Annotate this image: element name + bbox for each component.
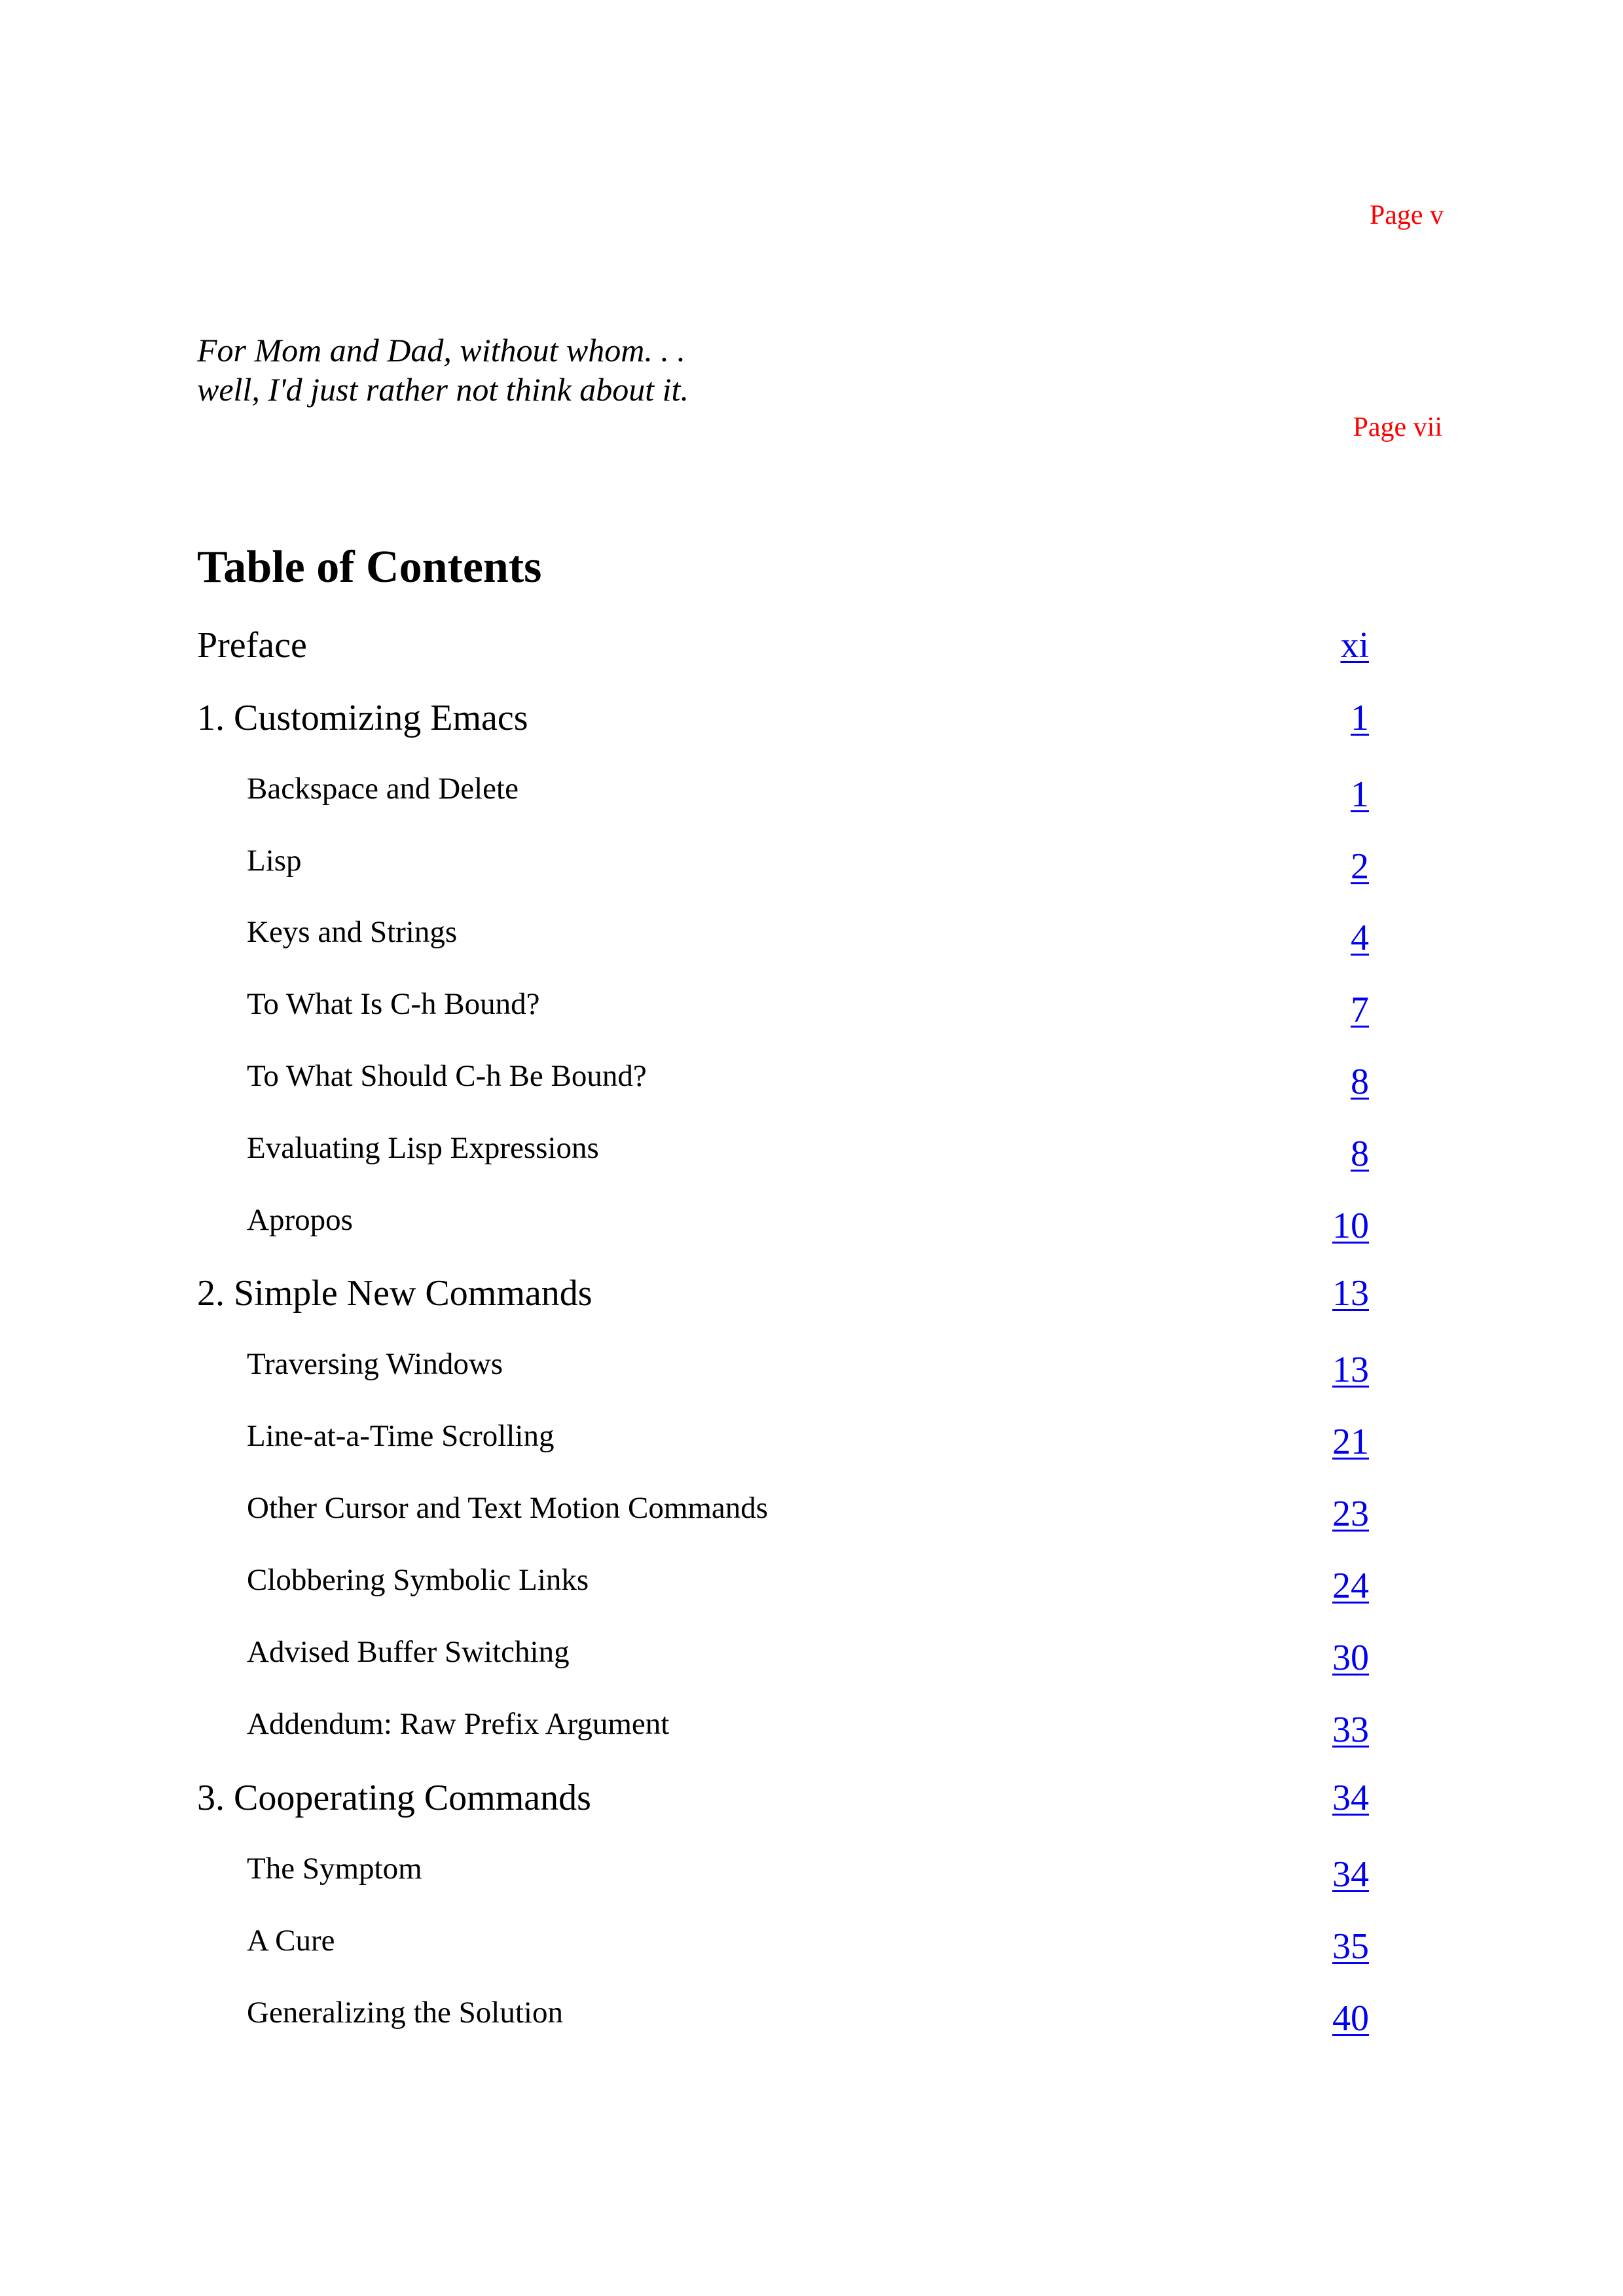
toc-page-link[interactable]: 13: [1332, 1273, 1369, 1314]
toc-section-entry: Backspace and Delete 1: [0, 774, 1623, 826]
toc-section-entry: Advised Buffer Switching 30: [0, 1637, 1623, 1689]
toc-page-link[interactable]: 40: [1332, 1998, 1369, 2039]
toc-entry-label: The Symptom: [247, 1852, 422, 1886]
toc-entry-label: Apropos: [247, 1203, 353, 1237]
toc-page-link[interactable]: 13: [1332, 1350, 1369, 1390]
toc-entry-label: Lisp: [247, 844, 302, 878]
toc-section-entry: A Cure 35: [0, 1926, 1623, 1978]
toc-entry-label: Advised Buffer Switching: [247, 1635, 570, 1669]
toc-section-entry: Other Cursor and Text Motion Commands 23: [0, 1493, 1623, 1545]
toc-chapter-entry: Preface xi: [0, 627, 1623, 679]
toc-section-entry: Line-at-a-Time Scrolling 21: [0, 1421, 1623, 1473]
toc-page-link[interactable]: 34: [1332, 1854, 1369, 1895]
toc-section-entry: The Symptom 34: [0, 1854, 1623, 1906]
toc-page-link[interactable]: 34: [1332, 1778, 1369, 1818]
toc-page-link[interactable]: 1: [1351, 774, 1369, 815]
toc-chapter-entry: 3. Cooperating Commands 34: [0, 1780, 1623, 1832]
toc-section-entry: Clobbering Symbolic Links 24: [0, 1565, 1623, 1617]
toc-entry-label: 2. Simple New Commands: [197, 1273, 593, 1314]
toc-page-link[interactable]: 33: [1332, 1710, 1369, 1750]
toc-page-link[interactable]: 8: [1351, 1062, 1369, 1102]
toc-page-link[interactable]: 7: [1351, 990, 1369, 1030]
page-marker-v: Page v: [1369, 200, 1444, 230]
toc-section-entry: Lisp 2: [0, 846, 1623, 898]
toc-entry-label: Addendum: Raw Prefix Argument: [247, 1707, 670, 1741]
toc-page-link[interactable]: 21: [1332, 1422, 1369, 1462]
toc-section-entry: To What Should C-h Be Bound? 8: [0, 1061, 1623, 1113]
toc-page-link[interactable]: 35: [1332, 1926, 1369, 1967]
toc-page-link[interactable]: xi: [1340, 625, 1369, 666]
toc-page-link[interactable]: 8: [1351, 1134, 1369, 1174]
toc-section-entry: Traversing Windows 13: [0, 1349, 1623, 1401]
toc-page-link[interactable]: 10: [1332, 1206, 1369, 1246]
toc-entry-label: A Cure: [247, 1924, 335, 1958]
toc-section-entry: Evaluating Lisp Expressions 8: [0, 1133, 1623, 1185]
toc-entry-label: To What Is C-h Bound?: [247, 987, 540, 1021]
toc-entry-label: To What Should C-h Be Bound?: [247, 1059, 647, 1093]
toc-page-link[interactable]: 23: [1332, 1494, 1369, 1534]
toc-entry-label: Traversing Windows: [247, 1347, 503, 1381]
toc-section-entry: To What Is C-h Bound? 7: [0, 989, 1623, 1041]
toc-entry-label: Clobbering Symbolic Links: [247, 1563, 589, 1597]
dedication-line-2: well, I'd just rather not think about it…: [197, 371, 689, 408]
toc-entry-label: 1. Customizing Emacs: [197, 698, 528, 738]
toc-section-entry: Keys and Strings 4: [0, 917, 1623, 969]
toc-page-link[interactable]: 24: [1332, 1566, 1369, 1606]
toc-entry-label: Preface: [197, 625, 307, 666]
toc-section-entry: Apropos 10: [0, 1205, 1623, 1257]
toc-page-link[interactable]: 4: [1351, 918, 1369, 958]
dedication-line-1: For Mom and Dad, without whom. . .: [197, 332, 685, 368]
toc-section-entry: Addendum: Raw Prefix Argument 33: [0, 1709, 1623, 1761]
toc-entry-label: Generalizing the Solution: [247, 1996, 563, 2030]
toc-page-link[interactable]: 1: [1351, 698, 1369, 738]
toc-entry-label: Evaluating Lisp Expressions: [247, 1131, 599, 1165]
toc-entry-label: Line-at-a-Time Scrolling: [247, 1419, 555, 1453]
toc-section-entry: Generalizing the Solution 40: [0, 1998, 1623, 2050]
dedication: For Mom and Dad, without whom. . . well,…: [197, 331, 689, 409]
toc-chapter-entry: 1. Customizing Emacs 1: [0, 700, 1623, 752]
toc-page-link[interactable]: 30: [1332, 1638, 1369, 1678]
toc-entry-label: Other Cursor and Text Motion Commands: [247, 1491, 769, 1525]
toc-entry-label: Keys and Strings: [247, 915, 458, 949]
toc-entry-label: Backspace and Delete: [247, 772, 519, 806]
page-marker-vii: Page vii: [1353, 412, 1442, 442]
toc-page-link[interactable]: 2: [1351, 846, 1369, 887]
toc-chapter-entry: 2. Simple New Commands 13: [0, 1275, 1623, 1327]
toc-title: Table of Contents: [197, 542, 542, 592]
toc-entry-label: 3. Cooperating Commands: [197, 1778, 591, 1818]
